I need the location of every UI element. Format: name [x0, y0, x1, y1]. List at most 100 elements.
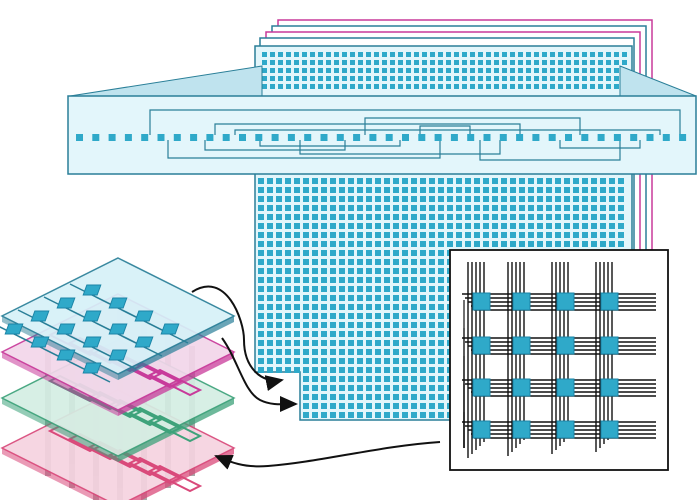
die-pad [438, 340, 444, 346]
die-pad [429, 322, 435, 328]
die-pad [402, 187, 408, 193]
die-pad [411, 322, 417, 328]
die-pad [339, 223, 345, 229]
die-pad [357, 268, 363, 274]
die-pad [454, 60, 459, 65]
die-pad [494, 84, 499, 89]
die-pad [573, 196, 579, 202]
inset-pad [512, 378, 531, 397]
die-pad [411, 412, 417, 418]
die-pad [422, 84, 427, 89]
die-pad [312, 394, 318, 400]
die-pad [267, 268, 273, 274]
die-pad [614, 60, 619, 65]
die-pad [618, 178, 624, 184]
die-pad [348, 277, 354, 283]
die-pad [564, 223, 570, 229]
die-pad [375, 214, 381, 220]
die-pad [339, 196, 345, 202]
die-pad [411, 250, 417, 256]
die-pad [492, 223, 498, 229]
die-pad [430, 84, 435, 89]
zoom-projection-right [619, 65, 697, 97]
die-pad [600, 223, 606, 229]
die-pad [348, 394, 354, 400]
die-pad [483, 223, 489, 229]
die-pad [402, 412, 408, 418]
die-pad [312, 331, 318, 337]
zoom-trace [259, 140, 401, 147]
die-pad [528, 241, 534, 247]
die-pad [456, 232, 462, 238]
die-pad [326, 52, 331, 57]
die-pad [414, 76, 419, 81]
die-pad [429, 349, 435, 355]
inset-pad [600, 292, 619, 311]
die-pad [276, 331, 282, 337]
die-pad [438, 295, 444, 301]
die-pad [258, 313, 264, 319]
die-pad [564, 232, 570, 238]
die-pad [462, 76, 467, 81]
die-pad [382, 76, 387, 81]
die-pad [402, 196, 408, 202]
die-pad [470, 60, 475, 65]
die-pad [342, 84, 347, 89]
die-pad [278, 60, 283, 65]
die-pad [462, 68, 467, 73]
die-pad [348, 250, 354, 256]
die-pad [321, 313, 327, 319]
die-pad [492, 205, 498, 211]
die-pad [374, 52, 379, 57]
die-pad [276, 268, 282, 274]
die-pad [357, 241, 363, 247]
die-pad [438, 268, 444, 274]
zoom-trace [479, 140, 621, 161]
inset-pad [472, 336, 491, 355]
die-pad [518, 52, 523, 57]
die-pad [258, 205, 264, 211]
die-pad [303, 259, 309, 265]
top-layer-pad [30, 310, 50, 322]
die-pad [429, 205, 435, 211]
die-pad [470, 84, 475, 89]
layer-edge [130, 448, 234, 500]
die-pad [510, 223, 516, 229]
die-pad [420, 187, 426, 193]
die-pad [542, 76, 547, 81]
die-pad [342, 68, 347, 73]
die-pad [598, 84, 603, 89]
zoom-pad [304, 134, 312, 141]
die-pad [258, 358, 264, 364]
die-pad [285, 313, 291, 319]
die-pad [321, 232, 327, 238]
die-pad [339, 178, 345, 184]
die-pad [420, 196, 426, 202]
die-pad [438, 241, 444, 247]
die-pad [393, 205, 399, 211]
die-pad [429, 241, 435, 247]
die-pad [618, 214, 624, 220]
die-pad [447, 223, 453, 229]
die-pad [609, 178, 615, 184]
die-pad [339, 259, 345, 265]
die-pad [456, 178, 462, 184]
die-pad [350, 68, 355, 73]
die-pad [537, 196, 543, 202]
die-pad [501, 205, 507, 211]
die-pad [330, 232, 336, 238]
die-pad [321, 394, 327, 400]
die-pad [312, 313, 318, 319]
die-pad [294, 268, 300, 274]
die-pad [420, 376, 426, 382]
die-pad [342, 60, 347, 65]
die-pad [393, 241, 399, 247]
die-pad [483, 178, 489, 184]
zoom-pad [271, 134, 279, 141]
die-pad [438, 358, 444, 364]
die-pad [286, 60, 291, 65]
zoom-trace [419, 125, 471, 135]
die-pad [366, 286, 372, 292]
die-pad [375, 331, 381, 337]
die-pad [262, 52, 267, 57]
